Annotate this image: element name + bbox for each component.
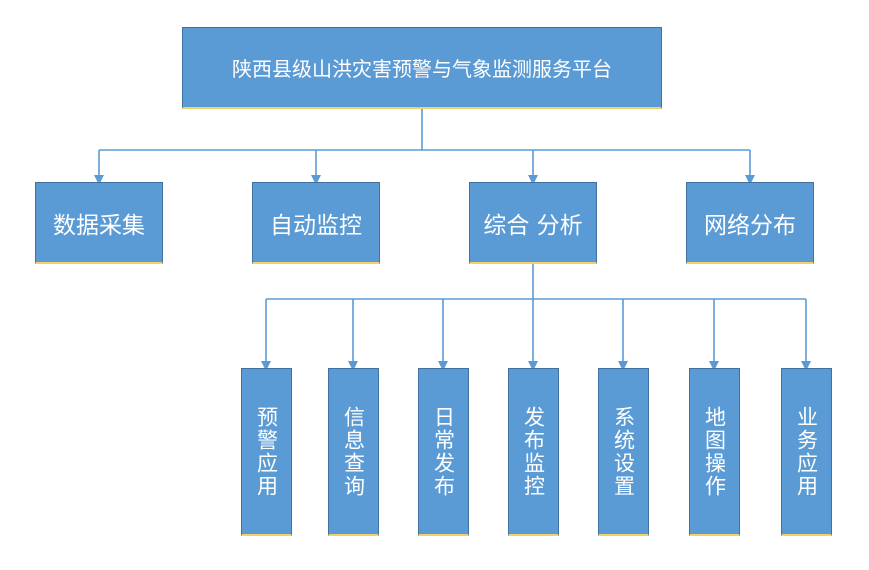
sub-module-system-settings: 系统设置	[598, 368, 649, 536]
sub-module-label: 系统设置	[611, 405, 636, 498]
sub-module-info-query: 信息查询	[328, 368, 379, 536]
sub-module-business-app: 业务应用	[781, 368, 832, 536]
module-label: 综合 分析	[483, 212, 583, 239]
sub-module-label: 业务应用	[794, 405, 819, 498]
sub-module-warning-app: 预警应用	[241, 368, 292, 536]
module-data-collection: 数据采集	[35, 182, 163, 264]
sub-module-publish-monitor: 发布监控	[508, 368, 559, 536]
module-analysis: 综合 分析	[469, 182, 597, 264]
sub-module-label: 地图操作	[702, 405, 727, 498]
root-node: 陕西县级山洪灾害预警与气象监测服务平台	[182, 27, 662, 109]
sub-module-label: 预警应用	[254, 405, 279, 498]
sub-module-daily-publish: 日常发布	[418, 368, 469, 536]
module-label: 数据采集	[53, 212, 145, 239]
sub-module-label: 信息查询	[341, 405, 366, 498]
module-label: 自动监控	[270, 212, 362, 239]
sub-module-map-operation: 地图操作	[689, 368, 740, 536]
module-auto-monitor: 自动监控	[252, 182, 380, 264]
sub-module-label: 发布监控	[521, 405, 546, 498]
root-title: 陕西县级山洪灾害预警与气象监测服务平台	[232, 57, 612, 81]
module-label: 网络分布	[704, 212, 796, 239]
sub-module-label: 日常发布	[431, 405, 456, 498]
module-network: 网络分布	[686, 182, 814, 264]
